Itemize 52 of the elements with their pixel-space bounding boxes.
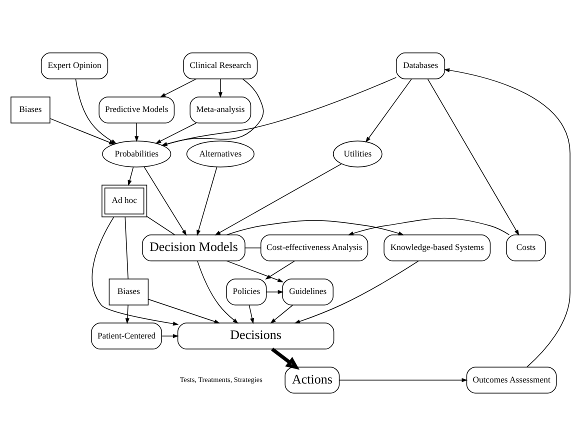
connector bbox=[124, 216, 128, 279]
arrow bbox=[339, 378, 468, 382]
arrow bbox=[161, 78, 264, 146]
arrow bbox=[214, 163, 342, 235]
arrow bbox=[248, 304, 254, 324]
arrow bbox=[271, 347, 300, 370]
node-box: Biases bbox=[10, 96, 50, 123]
arrow bbox=[427, 78, 520, 236]
node-box: Patient-Centered bbox=[91, 322, 162, 349]
arrow bbox=[294, 260, 419, 323]
node-ellipse: Alternatives bbox=[186, 140, 254, 167]
node-box: Knowledge-based Systems bbox=[384, 234, 491, 261]
arrow bbox=[148, 298, 220, 323]
node-box: Cost-effectiveness Analysis bbox=[260, 234, 368, 261]
arrow bbox=[197, 260, 238, 324]
arrow bbox=[50, 118, 115, 144]
arrow bbox=[161, 334, 179, 338]
arrow bbox=[348, 217, 510, 235]
arrow bbox=[365, 78, 412, 142]
arrow bbox=[270, 304, 294, 324]
node-box: Clinical Research bbox=[183, 52, 258, 79]
arrow bbox=[265, 260, 296, 280]
node-ellipse: Utilities bbox=[332, 140, 382, 167]
arrow bbox=[134, 122, 139, 142]
arrow bbox=[161, 76, 397, 146]
node-box: Actions bbox=[284, 366, 340, 393]
arrow bbox=[125, 304, 130, 324]
connector bbox=[146, 216, 176, 235]
arrow bbox=[226, 219, 404, 235]
arrow bbox=[160, 78, 197, 97]
arrow bbox=[266, 289, 284, 294]
arrow bbox=[444, 68, 570, 367]
connector bbox=[244, 247, 262, 248]
node-box: Policies bbox=[226, 278, 267, 305]
arrow bbox=[155, 122, 197, 144]
node-box: Expert Opinion bbox=[40, 52, 108, 79]
node-box: Costs bbox=[506, 234, 546, 261]
arrow bbox=[144, 166, 187, 236]
node-box: Databases bbox=[396, 52, 446, 79]
node-box: Decision Models bbox=[142, 234, 246, 261]
node-box: Biases bbox=[108, 278, 149, 305]
node-box: Decisions bbox=[177, 322, 334, 349]
arrow bbox=[92, 216, 179, 326]
node-box: Guidelines bbox=[282, 278, 334, 305]
node-box: Predictive Models bbox=[98, 96, 175, 123]
arrow bbox=[218, 78, 222, 98]
arrow bbox=[128, 166, 134, 186]
arrow bbox=[226, 260, 284, 282]
node-box: Meta-analysis bbox=[190, 96, 252, 123]
node-box: Outcomes Assessment bbox=[466, 366, 557, 393]
node-box: Ad hoc bbox=[102, 184, 148, 217]
arrow bbox=[196, 166, 218, 236]
